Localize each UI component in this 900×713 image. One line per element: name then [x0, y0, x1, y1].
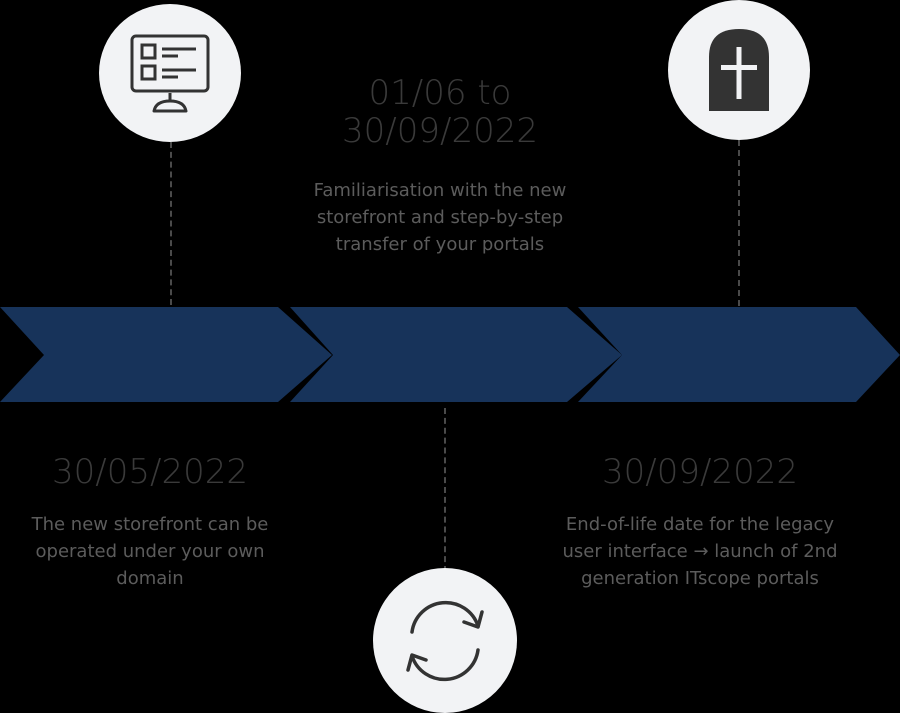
chevron-phase-1: [0, 307, 332, 402]
milestone-2-icon-circle: [373, 568, 517, 713]
connector-milestone-3: [738, 140, 740, 306]
connector-milestone-1: [170, 142, 172, 305]
tombstone-cross-icon: [709, 29, 769, 111]
connector-milestone-2: [444, 408, 446, 572]
milestone-2-desc-line-2: storefront and step-by-step: [316, 207, 564, 228]
milestone-3-desc-line-3: generation ITscope portals: [581, 568, 819, 589]
milestone-1-desc-line-1: The new storefront can be: [31, 514, 269, 535]
milestone-2-date-line-2: 30/09/2022: [342, 111, 538, 151]
milestone-1-desc-line-3: domain: [116, 568, 184, 589]
milestone-2-date: 01/06 to 30/09/2022: [290, 74, 590, 150]
milestone-2-desc-line-1: Familiarisation with the new: [313, 180, 567, 201]
milestone-2-desc-line-3: transfer of your portals: [335, 234, 545, 255]
refresh-cycle-icon: [406, 600, 484, 681]
chevron-phase-2: [290, 307, 622, 402]
milestone-1-description: The new storefront can be operated under…: [0, 511, 300, 592]
monitor-list-icon: [130, 34, 210, 113]
chevron-phase-3: [578, 307, 900, 402]
milestone-3-date: 30/09/2022: [602, 452, 798, 492]
milestone-3-icon-circle: [668, 0, 810, 140]
milestone-1-date: 30/05/2022: [52, 452, 248, 492]
milestone-3-desc-line-1: End-of-life date for the legacy: [565, 514, 835, 535]
milestone-3-desc-line-2: user interface → launch of 2nd: [562, 541, 838, 562]
milestone-2-description: Familiarisation with the new storefront …: [260, 177, 620, 258]
milestone-2-date-line-1: 01/06 to: [368, 73, 512, 113]
milestone-1-desc-line-2: operated under your own: [35, 541, 265, 562]
milestone-3-description: End-of-life date for the legacy user int…: [520, 511, 880, 592]
milestone-1-icon-circle: [99, 4, 241, 142]
